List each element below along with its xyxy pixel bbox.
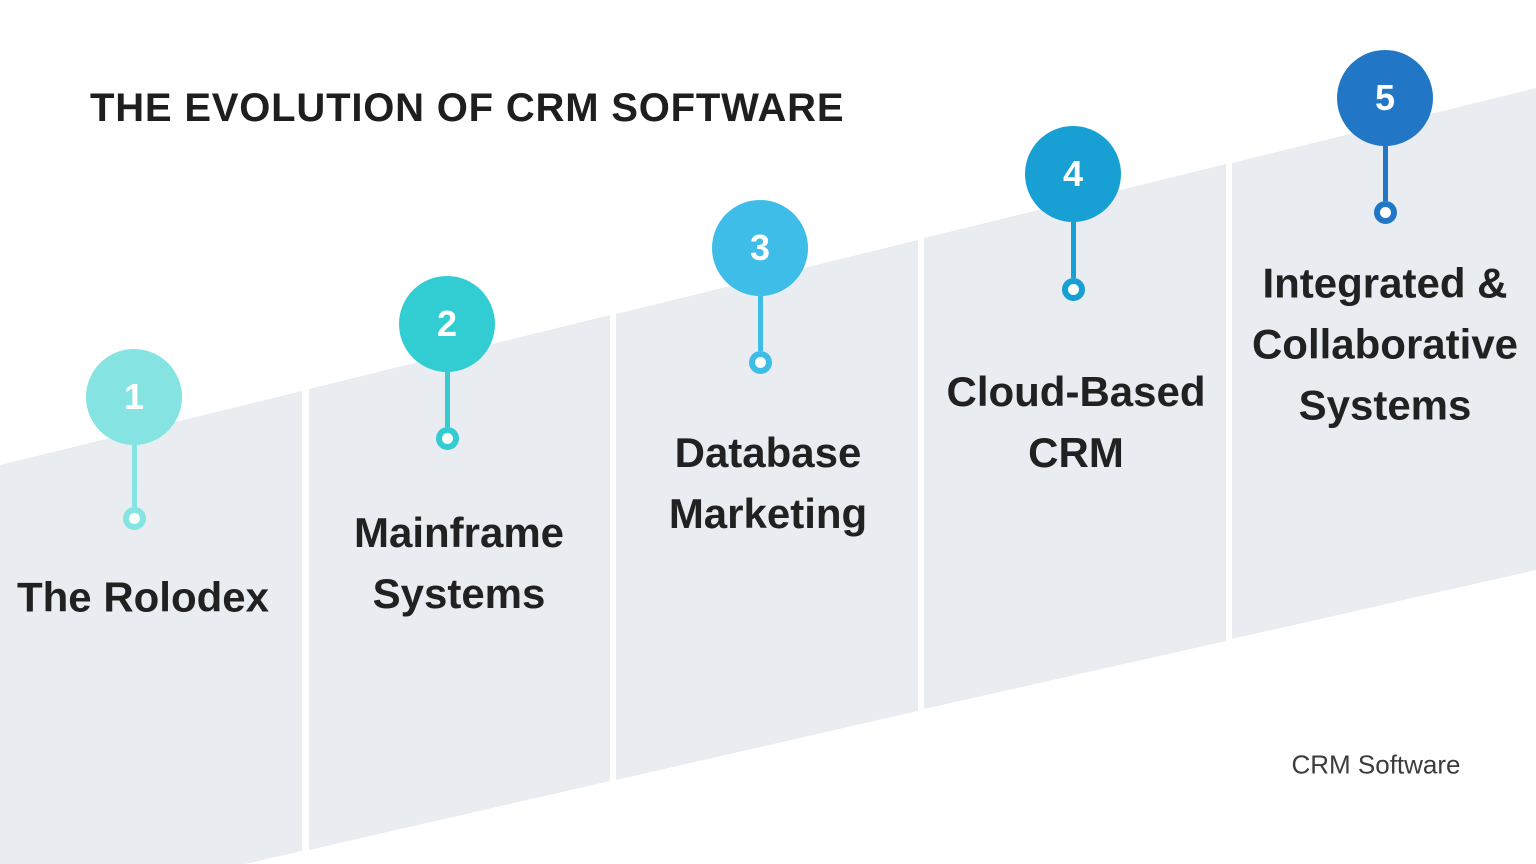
watermark-label: CRM Software xyxy=(1291,749,1461,780)
step-5-label: Integrated & Collaborative Systems xyxy=(1251,259,1519,429)
step-4-marker: 4 xyxy=(1025,126,1121,301)
step-3-marker: 3 xyxy=(712,200,808,374)
step-4-ring-icon xyxy=(1061,278,1085,301)
panel-2 xyxy=(309,315,610,850)
step-2-marker: 2 xyxy=(399,276,495,450)
panel-5 xyxy=(1232,88,1536,639)
step-5-number-bubble: 5 xyxy=(1337,50,1433,146)
panel-1 xyxy=(0,391,302,864)
step-3-ring-icon xyxy=(748,351,772,374)
step-1-connector-line xyxy=(131,445,137,507)
step-5-ring-icon xyxy=(1373,201,1397,224)
step-5-number: 5 xyxy=(1374,77,1396,118)
step-1-ring-icon xyxy=(122,507,146,530)
step-4-connector-line xyxy=(1070,222,1076,278)
step-2-connector-line xyxy=(444,372,450,427)
step-2-ring-icon xyxy=(435,427,459,450)
step-5-connector-line xyxy=(1382,146,1388,201)
step-4-number: 4 xyxy=(1062,153,1084,194)
step-4-number-bubble: 4 xyxy=(1025,126,1121,222)
panel-4 xyxy=(924,164,1226,709)
step-3-number: 3 xyxy=(749,227,771,268)
step-1-label: The Rolodex xyxy=(16,573,270,621)
step-2-number-bubble: 2 xyxy=(399,276,495,372)
step-3-number-bubble: 3 xyxy=(712,200,808,296)
step-2-label: Mainframe Systems xyxy=(353,509,565,617)
step-2-number: 2 xyxy=(436,303,458,344)
step-1-marker: 1 xyxy=(86,349,182,530)
step-1-number: 1 xyxy=(123,376,145,417)
step-5-marker: 5 xyxy=(1337,50,1433,224)
step-3-label: Database Marketing xyxy=(668,429,868,537)
step-3-connector-line xyxy=(757,296,763,351)
page-title: THE EVOLUTION OF CRM SOFTWARE xyxy=(90,86,845,130)
step-1-number-bubble: 1 xyxy=(86,349,182,445)
step-4-label: Cloud-Based CRM xyxy=(946,368,1206,476)
panel-3 xyxy=(616,240,918,780)
